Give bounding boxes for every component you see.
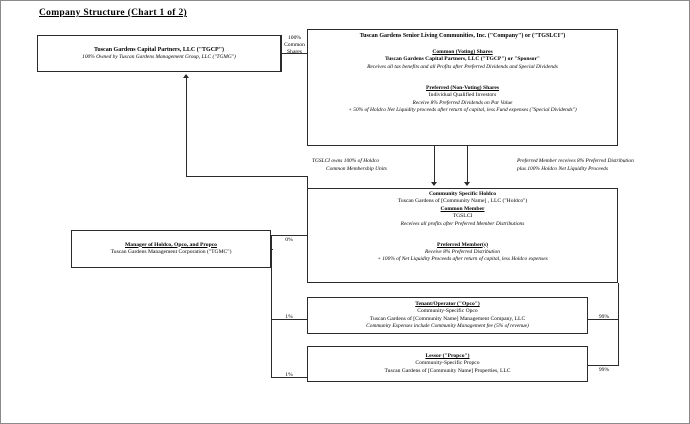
box-opco: Tenant/Operator ("Opco") Community-Speci… (307, 297, 588, 334)
propco-sub: Community-Specific Propco (415, 360, 480, 367)
note-preferred-member-distribution: Preferred Member receives 8% Preferred D… (517, 158, 634, 173)
opco-name: Tuscan Gardens of [Community Name] Manag… (369, 315, 526, 322)
common-shares-label-2: Shares (287, 48, 302, 55)
common-shares-pct-value: 100% (287, 35, 302, 41)
tgslci-preferred-heading: Preferred (Non-Voting) Shares (425, 84, 500, 91)
tgslci-preferred-holder: Individual Qualified Investors (428, 92, 497, 99)
connector-manager-opco (271, 319, 307, 320)
manager-holdco-pct: 0% (285, 237, 293, 243)
holdco-preferred-note-1: Receive 8% Preferred Distribution (425, 249, 500, 255)
tgslci-common-note: Receives all tax benefits and all Profit… (367, 63, 558, 70)
manager-propco-pct: 1% (285, 372, 293, 378)
connector-holdco-propco (588, 365, 619, 366)
note-left-line-1: TGSLCI owns 100% of Holdco (312, 158, 380, 164)
tgcp-sub: 100% Owned by Tuscan Gardens Management … (82, 53, 236, 60)
box-manager: Manager of Holdco, Opco, and Propco Tusc… (71, 230, 271, 268)
note-left-line-2: Common Membership Units (326, 165, 387, 172)
connector-holdco-spine (618, 283, 619, 365)
tgcp-name: Tuscan Gardens Capital Partners, LLC ("T… (93, 46, 225, 53)
note-right-line-1: Preferred Member receives 8% Preferred D… (517, 158, 634, 164)
holdco-opco-pct: 99% (598, 314, 610, 320)
arrow-up-to-tgcp-icon (183, 74, 189, 78)
common-shares-pct: 100% Common Shares (282, 35, 307, 56)
opco-note: Community Expenses include Community Man… (366, 323, 529, 329)
holdco-heading: Community Specific Holdco (428, 191, 497, 197)
connector-tgslci-holdco-preferred (467, 146, 468, 184)
holdco-propco-pct: 99% (598, 367, 610, 373)
box-tgslci: Tuscan Gardens Senior Living Communities… (307, 29, 618, 146)
arrow-down-common-icon (431, 182, 437, 186)
arrow-down-preferred-icon (464, 182, 470, 186)
page-title: Company Structure (Chart 1 of 2) (39, 8, 187, 18)
manager-name: Tuscan Gardens Management Corporation ("… (110, 249, 232, 255)
opco-sub: Community-Specific Opco (417, 308, 478, 315)
connector-manager-spine (271, 235, 272, 377)
holdco-common-heading: Common Member (440, 205, 485, 212)
tgslci-preferred-note-2: + 50% of Holdco Net Liquidity proceeds a… (348, 106, 577, 113)
connector-manager-propco (271, 377, 307, 378)
connector-manager-holdco (271, 235, 307, 236)
tgslci-common-holder: Tuscan Gardens Capital Partners, LLC ("T… (384, 56, 541, 63)
holdco-preferred-note-2: + 100% of Net Liquidity Proceeds after r… (377, 256, 548, 263)
box-tgcp: Tuscan Gardens Capital Partners, LLC ("T… (37, 35, 281, 72)
connector-up-riser (307, 176, 308, 188)
note-right-line-2: plus 100% Holdco Net Liquidity Proceeds (517, 165, 608, 172)
tgslci-common-heading: Common (Voting) Shares (432, 49, 493, 56)
common-shares-label-1: Common (284, 41, 305, 48)
manager-opco-pct: 1% (285, 314, 293, 320)
connector-tgslci-holdco-common (434, 146, 435, 184)
manager-heading: Manager of Holdco, Opco, and Propco (125, 241, 217, 248)
holdco-preferred-heading: Preferred Member(s) (437, 241, 488, 248)
box-holdco: Community Specific Holdco Tuscan Gardens… (307, 188, 618, 283)
holdco-common-holder: TGSLCI (452, 213, 473, 220)
box-propco: Lessor ("Propco") Community-Specific Pro… (307, 346, 588, 382)
propco-heading: Lessor ("Propco") (425, 352, 470, 359)
tgslci-preferred-note-1: Receive 8% Preferred Dividends on Par Va… (412, 99, 513, 106)
note-tgslci-owns-holdco: TGSLCI owns 100% of Holdco Common Member… (312, 158, 387, 173)
holdco-name: Tuscan Gardens of [Community Name] , LLC… (397, 198, 528, 205)
opco-heading: Tenant/Operator ("Opco") (415, 300, 480, 307)
connector-tgcp-tgslci (281, 53, 307, 54)
propco-name: Tuscan Gardens of [Community Name] Prope… (384, 367, 511, 374)
connector-holdco-up-to-tgcp (186, 78, 187, 176)
connector-manager-to-spine (271, 249, 273, 250)
connector-common-divider-left (281, 35, 282, 72)
holdco-common-note: Receives all profits after Preferred Mem… (400, 220, 525, 227)
connector-holdco-opco (588, 319, 619, 320)
tgslci-name: Tuscan Gardens Senior Living Communities… (359, 33, 566, 39)
connector-up-horizontal (186, 176, 307, 177)
